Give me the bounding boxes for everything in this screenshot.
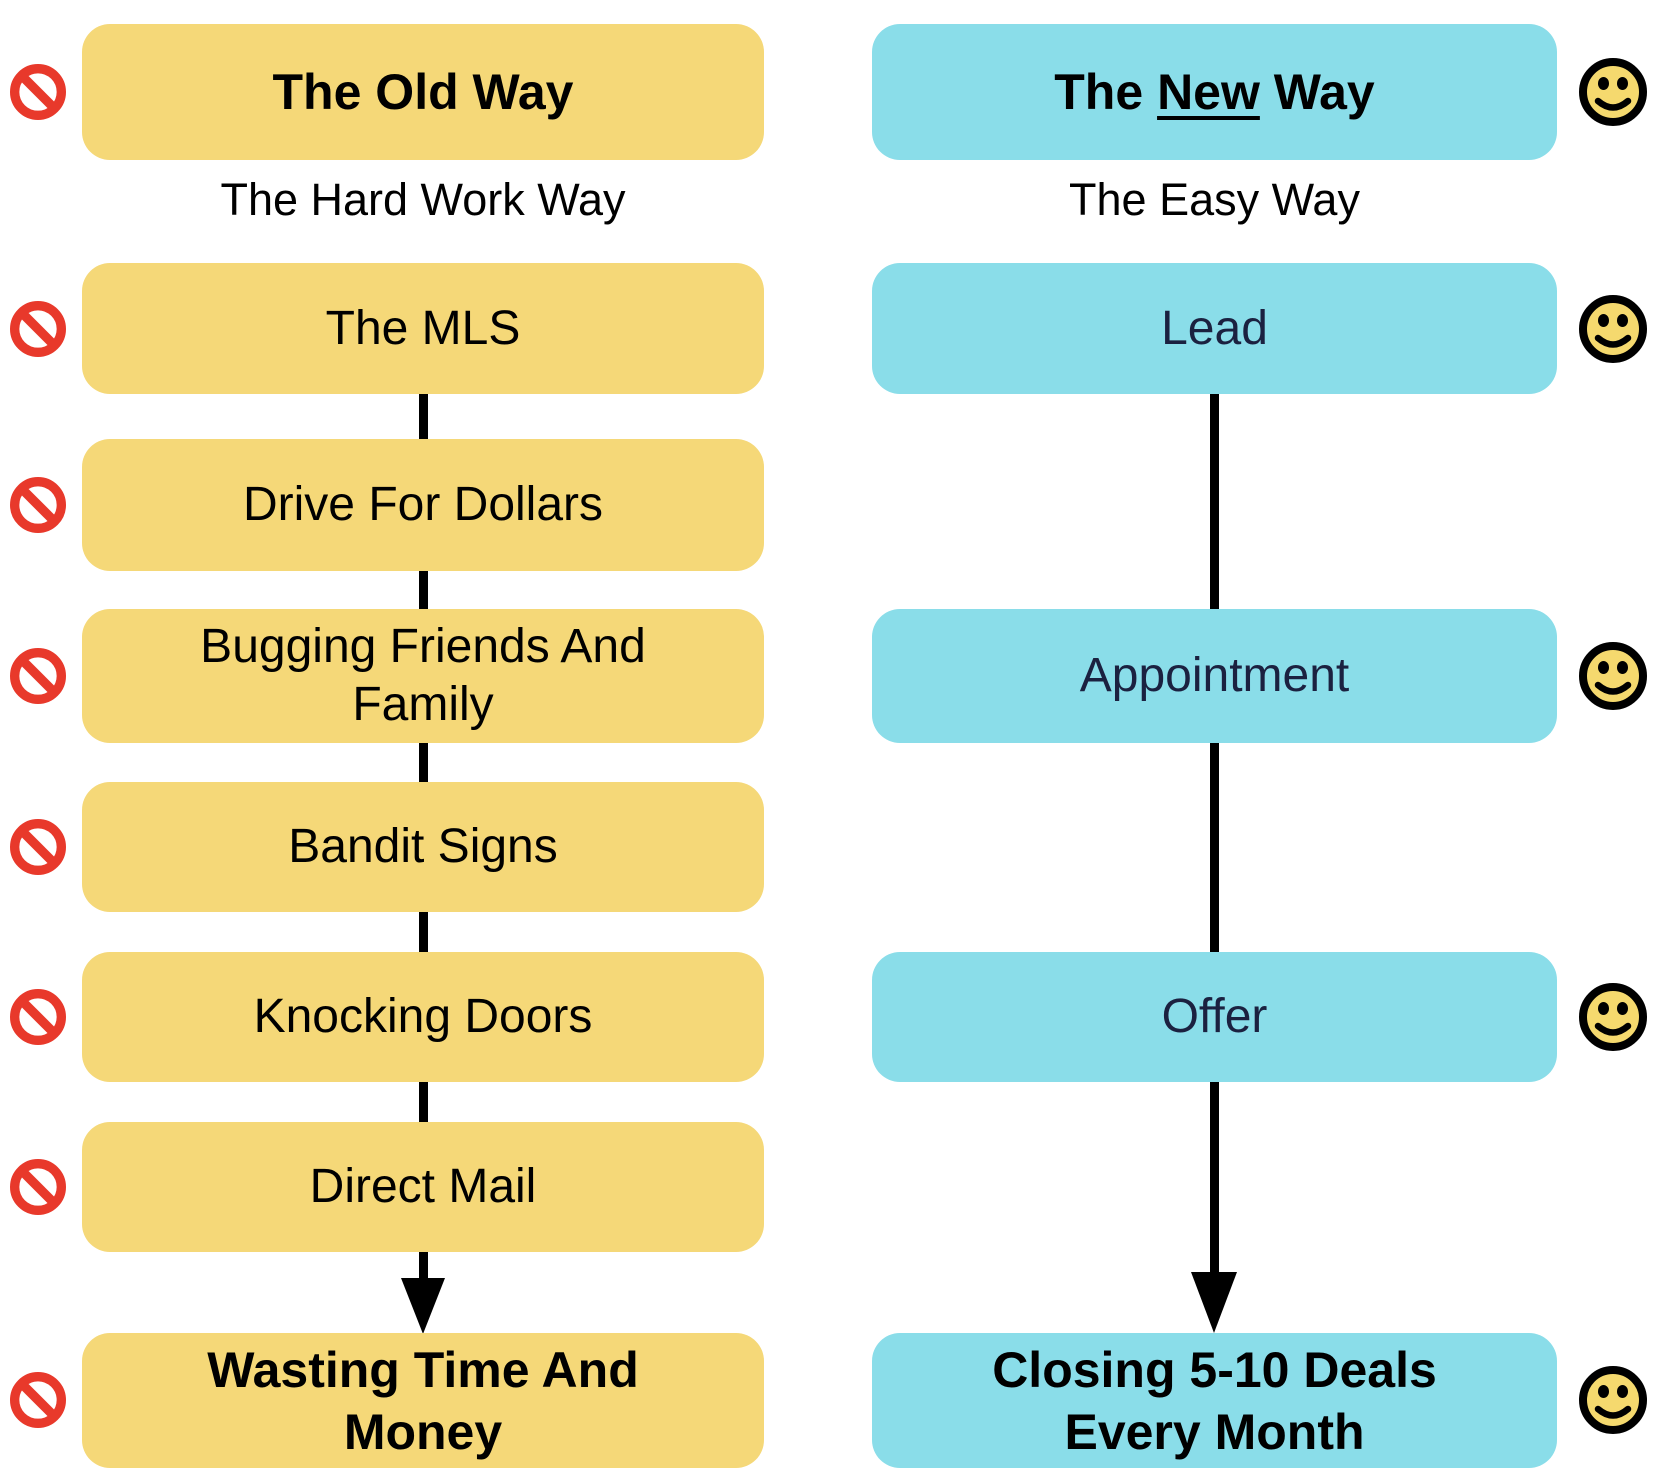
old-step-box-drive-for-dollars: Drive For Dollars — [82, 439, 764, 571]
smiley-face-icon — [1578, 1365, 1648, 1435]
old-step-box-knocking-doors: Knocking Doors — [82, 952, 764, 1082]
connector-line — [419, 912, 428, 952]
new-way-title: The New Way — [1054, 62, 1374, 122]
connector-line — [419, 571, 428, 609]
old-way-subtitle: The Hard Work Way — [220, 174, 626, 225]
new-way-title-box: The New Way — [872, 24, 1557, 160]
old-step-box-mls: The MLS — [82, 263, 764, 394]
no-entry-icon — [10, 648, 66, 704]
smiley-face-icon — [1578, 641, 1648, 711]
no-entry-icon — [10, 301, 66, 357]
connector-line — [1210, 394, 1219, 609]
old-way-result-box: Wasting Time And Money — [82, 1333, 764, 1468]
old-step-box-direct-mail: Direct Mail — [82, 1122, 764, 1252]
old-step-label: Bandit Signs — [288, 820, 558, 873]
smiley-face-icon — [1578, 57, 1648, 127]
new-step-label: Lead — [1161, 301, 1268, 355]
old-way-title-box: The Old Way — [82, 24, 764, 160]
connector-line — [419, 1252, 428, 1280]
smiley-face-icon — [1578, 982, 1648, 1052]
old-step-label: Bugging Friends And Family — [200, 620, 646, 731]
new-way-result: Closing 5-10 Deals Every Month — [992, 1341, 1437, 1460]
new-step-label: Appointment — [1079, 649, 1350, 702]
connector-line — [1210, 1082, 1219, 1274]
old-step-label: The MLS — [325, 301, 521, 355]
no-entry-icon — [10, 989, 66, 1045]
new-way-title-underlined-word: New — [1157, 64, 1260, 120]
new-step-box-offer: Offer — [872, 952, 1557, 1082]
old-step-label: Drive For Dollars — [242, 478, 604, 531]
new-way-subtitle: The Easy Way — [1069, 174, 1360, 225]
no-entry-icon — [10, 819, 66, 875]
old-way-result: Wasting Time And Money — [207, 1341, 639, 1460]
new-step-box-lead: Lead — [872, 263, 1557, 394]
no-entry-icon — [10, 64, 66, 120]
no-entry-icon — [10, 1372, 66, 1428]
connector-line — [419, 1082, 428, 1122]
new-way-title-suffix: Way — [1259, 64, 1375, 120]
old-step-label: Knocking Doors — [253, 990, 593, 1043]
new-way-title-prefix: The — [1054, 64, 1158, 120]
connector-line — [419, 394, 428, 439]
new-step-box-appointment: Appointment — [872, 609, 1557, 743]
old-step-label: Direct Mail — [309, 1160, 537, 1213]
connector-line — [419, 743, 428, 782]
no-entry-icon — [10, 1159, 66, 1215]
down-arrow-icon — [401, 1278, 445, 1334]
old-step-box-bugging-friends: Bugging Friends And Family — [82, 609, 764, 743]
new-step-label: Offer — [1161, 990, 1268, 1043]
old-step-box-bandit-signs: Bandit Signs — [82, 782, 764, 912]
old-way-title: The Old Way — [272, 64, 574, 120]
smiley-face-icon — [1578, 294, 1648, 364]
down-arrow-icon — [1191, 1272, 1237, 1333]
connector-line — [1210, 743, 1219, 952]
no-entry-icon — [10, 477, 66, 533]
new-way-result-box: Closing 5-10 Deals Every Month — [872, 1333, 1557, 1468]
